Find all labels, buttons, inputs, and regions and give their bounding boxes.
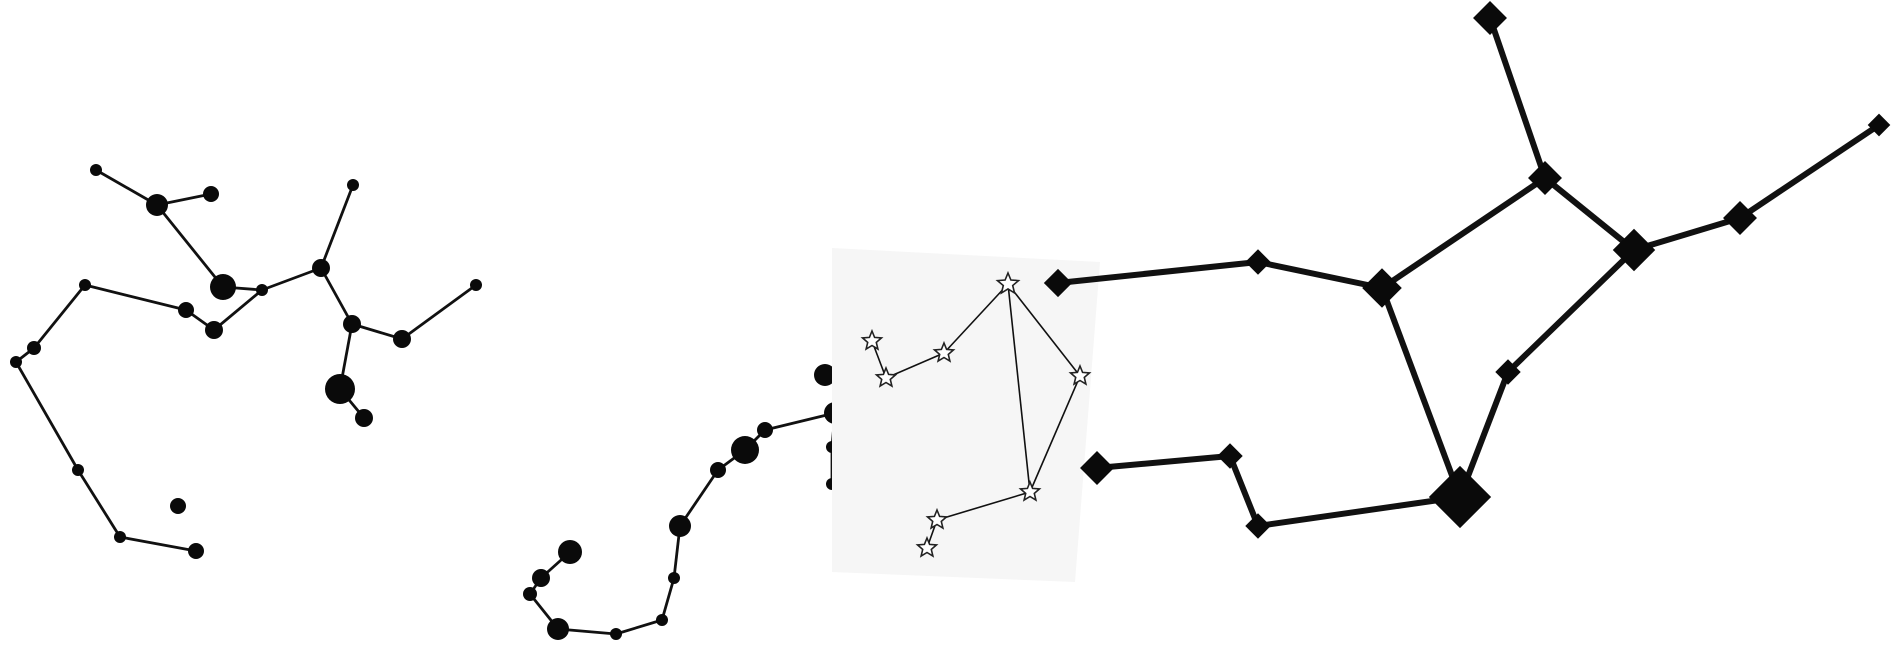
constellation-right-link-0 bbox=[1490, 18, 1545, 178]
constellation-left-star-16 bbox=[114, 531, 126, 543]
constellation-left-star-20 bbox=[355, 409, 373, 427]
constellation-hook bbox=[523, 364, 846, 640]
constellation-hook-link-7 bbox=[662, 578, 674, 620]
constellation-right-star-5 bbox=[1362, 268, 1402, 308]
constellation-left-link-14 bbox=[34, 285, 85, 348]
constellation-right-star-10 bbox=[1245, 513, 1270, 538]
constellation-left-star-5 bbox=[312, 259, 330, 277]
constellation-right-star-9 bbox=[1429, 466, 1491, 528]
constellation-left-star-1 bbox=[146, 194, 168, 216]
constellation-right-star-0 bbox=[1473, 1, 1507, 35]
constellation-hook-star-7 bbox=[669, 515, 691, 537]
constellation-left-link-5 bbox=[321, 185, 353, 268]
constellation-right-link-12 bbox=[1097, 456, 1230, 468]
constellation-right-star-12 bbox=[1080, 451, 1114, 485]
constellation-left bbox=[10, 164, 482, 559]
constellation-right-star-6 bbox=[1245, 249, 1270, 274]
constellation-right-star-3 bbox=[1723, 201, 1757, 235]
constellation-left-link-16 bbox=[16, 362, 78, 470]
constellation-hook-link-8 bbox=[616, 620, 662, 634]
constellation-left-star-14 bbox=[10, 356, 22, 368]
constellation-right bbox=[1044, 1, 1890, 539]
constellation-left-star-4 bbox=[256, 284, 268, 296]
constellation-hook-star-6 bbox=[710, 462, 726, 478]
constellation-left-star-13 bbox=[27, 341, 41, 355]
constellation-right-link-2 bbox=[1382, 178, 1545, 288]
constellation-left-star-8 bbox=[393, 330, 411, 348]
constellation-left-link-2 bbox=[157, 205, 223, 287]
constellation-left-link-4 bbox=[262, 268, 321, 290]
constellation-left-link-17 bbox=[78, 470, 120, 537]
constellation-hook-star-10 bbox=[610, 628, 622, 640]
constellation-hook-star-9 bbox=[656, 614, 668, 626]
constellation-left-star-12 bbox=[205, 321, 223, 339]
constellation-right-link-10 bbox=[1258, 497, 1460, 526]
constellation-left-star-9 bbox=[470, 279, 482, 291]
constellation-left-star-19 bbox=[325, 374, 355, 404]
constellation-left-star-10 bbox=[79, 279, 91, 291]
constellation-hook-star-5 bbox=[731, 436, 759, 464]
constellation-right-link-5 bbox=[1508, 250, 1634, 372]
constellation-hook-star-12 bbox=[523, 587, 537, 601]
constellation-hook-star-4 bbox=[757, 422, 773, 438]
constellation-left-star-18 bbox=[170, 498, 186, 514]
constellation-left-star-11 bbox=[178, 302, 194, 318]
constellation-right-link-8 bbox=[1258, 262, 1382, 288]
constellation-left-link-6 bbox=[321, 268, 352, 324]
constellation-left-star-6 bbox=[347, 179, 359, 191]
constellation-left-link-18 bbox=[120, 537, 196, 551]
constellation-left-star-0 bbox=[90, 164, 102, 176]
constellation-hook-star-14 bbox=[558, 540, 582, 564]
constellation-hook-star-11 bbox=[547, 618, 569, 640]
constellation-hook-star-8 bbox=[668, 572, 680, 584]
constellation-left-star-15 bbox=[72, 464, 84, 476]
constellation-right-link-4 bbox=[1740, 125, 1879, 218]
constellation-left-star-17 bbox=[188, 543, 204, 559]
constellation-left-link-13 bbox=[85, 285, 186, 310]
constellation-hook-star-13 bbox=[532, 569, 550, 587]
constellation-right-link-7 bbox=[1382, 288, 1460, 497]
constellation-right-link-1 bbox=[1545, 178, 1634, 250]
outline-star-panel bbox=[832, 248, 1100, 582]
constellation-left-star-7 bbox=[343, 315, 361, 333]
constellation-right-star-11 bbox=[1217, 443, 1242, 468]
constellation-right-link-11 bbox=[1230, 456, 1258, 526]
constellation-left-star-3 bbox=[210, 274, 236, 300]
constellation-left-star-2 bbox=[203, 186, 219, 202]
constellation-left-link-8 bbox=[402, 285, 476, 339]
